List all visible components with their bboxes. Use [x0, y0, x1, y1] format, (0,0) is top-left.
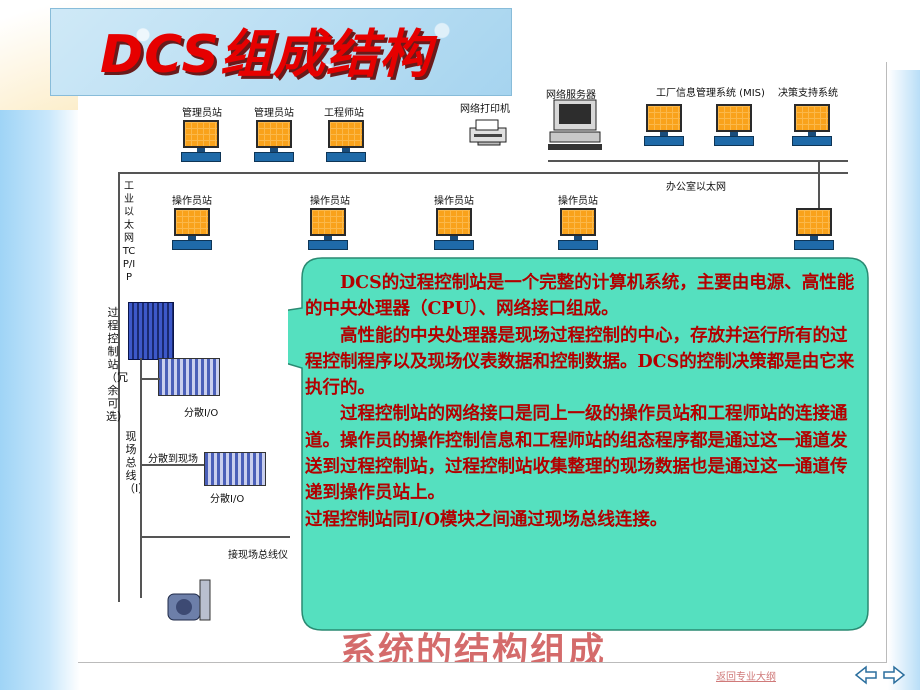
field-motor-icon [167, 579, 211, 621]
office-ethernet-line [548, 160, 848, 162]
operator-station-3-icon [434, 208, 474, 252]
top-station-label-3: 工程师站 [324, 108, 364, 119]
distributed-to-field-label: 分散到现场 [148, 454, 198, 465]
network-printer-icon [469, 119, 507, 146]
callout-paragraph-2: 高性能的中央处理器是现场过程控制的中心，存放并运行所有的过程控制程序以及现场仪表… [305, 325, 855, 399]
background-left-band [0, 110, 80, 690]
distributed-io-rack-2 [204, 452, 266, 486]
operator-label-2: 操作员站 [310, 196, 350, 207]
operator-station-5-icon [794, 208, 834, 252]
top-station-label-1: 管理员站 [182, 108, 222, 119]
callout-paragraph-1: DCS的过程控制站是一个完整的计算机系统，主要由电源、高性能的中央处理器（CPU… [305, 273, 855, 320]
engineer-station-icon [326, 120, 366, 164]
operator-label-3: 操作员站 [434, 196, 474, 207]
io-link-3 [140, 536, 290, 538]
operator-station-4-icon [558, 208, 598, 252]
process-station-label: 过程控制站（冗余可选） [106, 306, 128, 423]
right-vertical-link [818, 160, 820, 220]
fieldbus-label: 现场总线（I） [124, 430, 150, 495]
fieldbus-line [140, 358, 142, 598]
footer-partial-text: 系统的结构组成 [340, 631, 607, 662]
callout-text: DCS的过程控制站是一个完整的计算机系统，主要由电源、高性能的中央处理器（CPU… [305, 270, 855, 533]
io-link-1 [140, 378, 160, 380]
top-station-label-2: 管理员站 [254, 108, 294, 119]
mis-station-1-icon [644, 104, 684, 148]
operator-station-1-icon [172, 208, 212, 252]
main-vertical-bus [118, 172, 120, 602]
slide-title: DCS组成结构 [100, 25, 432, 85]
process-control-rack [128, 302, 174, 360]
operator-label-1: 操作员站 [172, 196, 212, 207]
background-right-band [888, 70, 920, 690]
distributed-io-rack-1 [158, 358, 220, 396]
callout-paragraph-3: 过程控制站的网络接口是同上一级的操作员站和工程师站的连接通道。操作员的操作控制信… [305, 404, 848, 504]
mis-station-2-icon [714, 104, 754, 148]
return-outline-link[interactable]: 返回专业大纲 [716, 672, 776, 683]
callout-paragraph-4: 过程控制站同I/O模块之间通过现场总线连接。 [305, 509, 668, 530]
top-ethernet-line [118, 172, 848, 174]
io-link-2 [140, 464, 204, 466]
fieldbus-instrument-label: 接现场总线仪 [228, 550, 288, 561]
network-server-icon [548, 99, 602, 150]
admin-station-1-icon [181, 120, 221, 164]
decision-station-icon [792, 104, 832, 148]
office-ethernet-label: 办公室以太网 [666, 182, 726, 193]
nav-arrows-icon[interactable] [852, 664, 908, 686]
decision-label: 决策支持系统 [778, 88, 838, 99]
operator-station-2-icon [308, 208, 348, 252]
operator-label-4: 操作员站 [558, 196, 598, 207]
callout-bubble [288, 257, 869, 631]
title-banner [50, 8, 512, 96]
distributed-io-label-2: 分散I/O [210, 494, 245, 505]
distributed-io-label-1: 分散I/O [184, 408, 219, 419]
admin-station-2-icon [254, 120, 294, 164]
printer-label: 网络打印机 [460, 104, 510, 115]
mis-label: 工厂信息管理系统 (MIS) [656, 88, 765, 99]
industrial-ethernet-label: 工业以太网 TCP/IP [122, 181, 136, 283]
server-label: 网络服务器 [546, 90, 596, 101]
